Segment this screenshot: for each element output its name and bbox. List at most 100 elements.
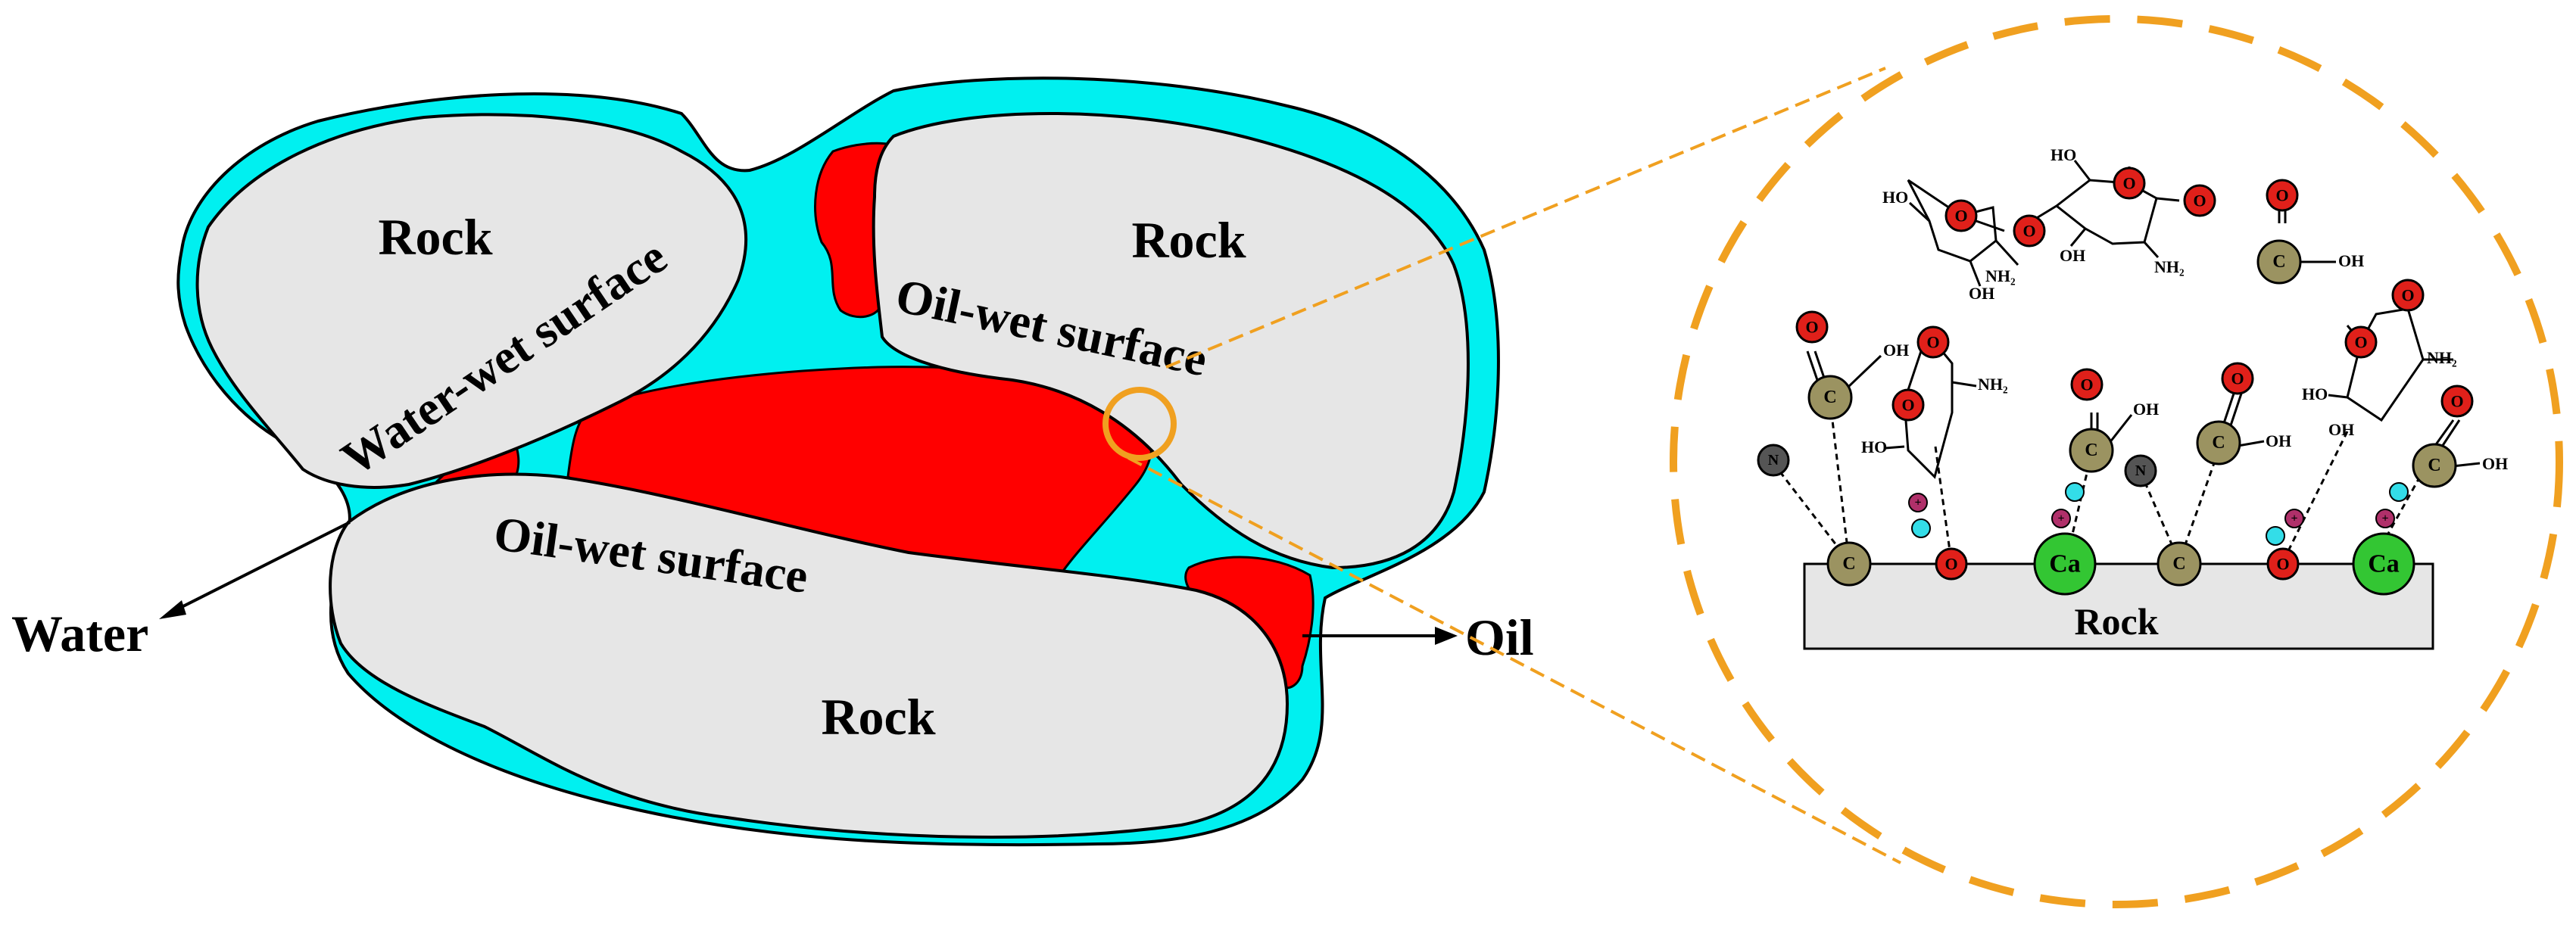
oh-label: OH [2338, 251, 2364, 270]
oxygen-atom: O [1795, 310, 1829, 344]
svg-text:C: C [2272, 252, 2285, 272]
zoom-line-top [1165, 67, 1886, 369]
oxygen-atom: O [2070, 368, 2104, 401]
oh-label: OH [2482, 454, 2508, 473]
svg-text:O: O [2022, 222, 2035, 241]
zoom-marker-circle [1102, 387, 1177, 461]
cation: + [2375, 509, 2395, 528]
rock-grain-bottom [329, 472, 1290, 839]
svg-text:Ca: Ca [2368, 550, 2400, 578]
nitrogen-atom: N [1757, 444, 1790, 477]
water-label: Water [11, 605, 148, 662]
carbon-atom: C [1807, 375, 1853, 420]
svg-text:O: O [1944, 555, 1957, 574]
oxygen-atom: O [2266, 547, 2300, 581]
oh-label: OH [2133, 400, 2159, 419]
svg-text:O: O [2275, 186, 2288, 205]
oh-label: OH [1969, 284, 1994, 303]
oxygen-atom: O [1891, 388, 1925, 422]
svg-text:+: + [1914, 497, 1921, 509]
oxygen-atom: O [2183, 184, 2216, 217]
zoom-panel: Rock [1670, 15, 2563, 908]
oil-pointer [1302, 627, 1458, 645]
svg-text:O: O [2193, 191, 2206, 210]
calcium-atom: Ca [2033, 532, 2097, 596]
svg-text:C: C [2212, 433, 2225, 453]
oxygen-atom: O [2344, 325, 2378, 359]
carbon-atom: C [2412, 443, 2457, 488]
calcium-atom: Ca [2352, 532, 2415, 596]
oxygen-atom: O [2391, 279, 2425, 312]
svg-text:O: O [1805, 318, 1818, 337]
rock-label-top-left: Rock [378, 208, 492, 266]
calcium-atoms: Ca Ca [2033, 532, 2415, 596]
small-ion [2266, 526, 2285, 546]
oxygen-atom: O [1935, 547, 1968, 581]
nh2-label: NH₂ [2427, 348, 2457, 367]
svg-text:O: O [2401, 286, 2414, 305]
svg-text:C: C [1823, 388, 1836, 407]
rock-grain-top-right [872, 112, 1470, 570]
rock-grain-top-left [195, 113, 748, 489]
svg-text:O: O [2080, 375, 2093, 394]
svg-text:O: O [2122, 174, 2135, 193]
ho-label: HO [1882, 188, 1908, 207]
water-pointer [159, 521, 351, 619]
zoom-line-bottom [1127, 456, 1901, 864]
small-ion [2389, 482, 2409, 502]
cation: + [2051, 509, 2071, 528]
ions: + + + + [1908, 482, 2409, 546]
cation: + [1908, 493, 1928, 512]
svg-text:N: N [1768, 452, 1779, 469]
oxygen-atoms: O O O O O O O O O O O O O O O [1795, 167, 2474, 581]
rock-label-top-right: Rock [1131, 211, 1246, 269]
carbon-atoms: C C C C C C C [1807, 239, 2457, 587]
small-ion [2065, 482, 2085, 502]
nh2-label: NH₂ [1985, 266, 2016, 285]
oxygen-atom: O [2113, 167, 2146, 200]
rock-slab [1803, 562, 2434, 650]
oh-label: OH [2328, 420, 2354, 439]
oxygen-atom: O [1944, 199, 1978, 232]
zoom-circle [1670, 15, 2563, 908]
nitrogen-atom: N [2124, 454, 2157, 487]
small-ion [1911, 518, 1931, 538]
group-labels: HO OH NH₂ HO OH NH₂ OH OH NH₂ HO OH OH H… [1861, 145, 2508, 473]
svg-text:C: C [1842, 554, 1855, 574]
svg-text:+: + [2291, 512, 2297, 525]
svg-text:O: O [2354, 333, 2367, 352]
svg-text:Ca: Ca [2049, 550, 2081, 578]
svg-text:O: O [1926, 333, 1939, 352]
nitrogen-atoms: N N [1757, 444, 2157, 487]
carbon-atom: C [2069, 428, 2114, 473]
svg-text:C: C [2085, 441, 2097, 460]
svg-text:O: O [1901, 396, 1914, 415]
oh-label: OH [1883, 341, 1909, 360]
zoom-rock-label: Rock [2074, 600, 2158, 643]
carbon-atom: C [2256, 239, 2302, 285]
oxygen-atom: O [2013, 214, 2046, 248]
carbon-atom: C [2196, 420, 2241, 466]
svg-text:N: N [2135, 462, 2147, 479]
svg-text:O: O [1954, 207, 1967, 226]
svg-text:+: + [2057, 512, 2064, 525]
ho-label: HO [1861, 437, 1887, 456]
oh-label: OH [2266, 431, 2291, 450]
carbon-atom: C [1826, 541, 1872, 587]
nh2-label: NH₂ [2154, 257, 2185, 276]
nh2-label: NH₂ [1978, 375, 2008, 394]
svg-text:O: O [2276, 555, 2289, 574]
rock-label-bottom: Rock [821, 688, 935, 746]
cation: + [2284, 509, 2304, 528]
svg-text:C: C [2428, 456, 2440, 475]
oil-label: Oil [1465, 609, 1534, 666]
oh-label: OH [2060, 246, 2085, 265]
oxygen-atom: O [2221, 362, 2254, 395]
svg-text:O: O [2231, 369, 2244, 388]
svg-text:O: O [2450, 392, 2463, 411]
svg-text:+: + [2381, 512, 2388, 525]
carbon-atom: C [2157, 541, 2202, 587]
pore-system: Rock Rock Rock Water-wet surface Oil-wet… [11, 76, 1534, 847]
oxygen-atom: O [1916, 325, 1950, 359]
